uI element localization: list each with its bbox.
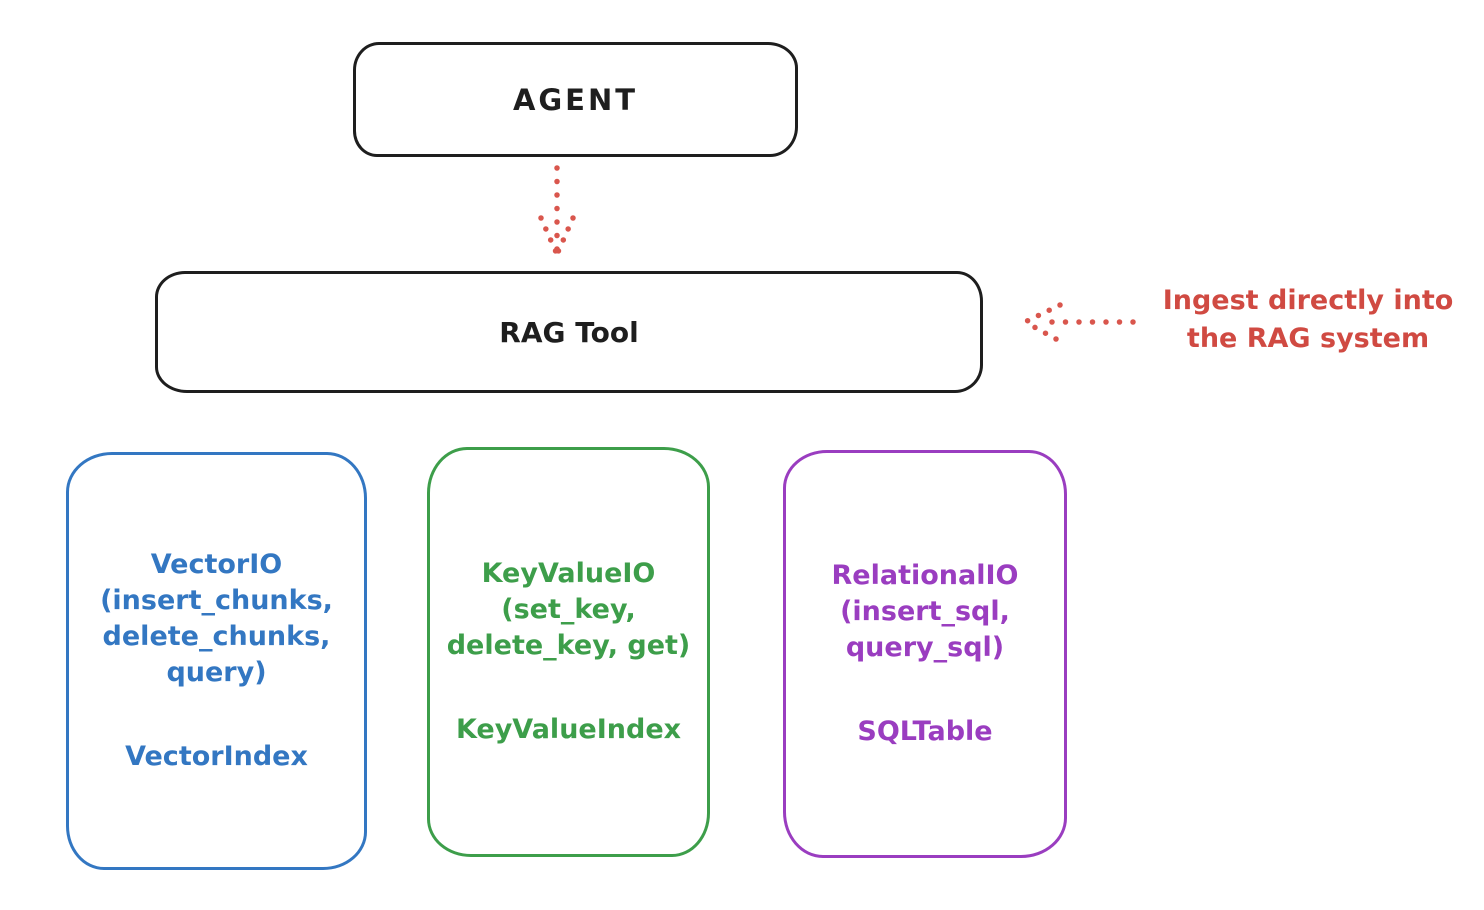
backend-line: (insert_chunks, — [100, 585, 333, 616]
rag-tool-box: RAG Tool — [155, 271, 983, 393]
arrow-head-left-wing — [538, 215, 559, 255]
vector-io-description: VectorIO (insert_chunks, delete_chunks, … — [100, 547, 333, 691]
keyvalue-io-box: KeyValueIO (set_key, delete_key, get) Ke… — [427, 447, 710, 857]
agent-label: AGENT — [512, 82, 639, 117]
backend-line: query_sql) — [845, 632, 1005, 663]
ingest-annotation-line1: Ingest directly into — [1162, 285, 1454, 316]
agent-box: AGENT — [353, 42, 798, 157]
backend-line: delete_key, get) — [446, 630, 691, 661]
backend-line: RelationalIO — [831, 560, 1019, 591]
vector-io-box: VectorIO (insert_chunks, delete_chunks, … — [66, 452, 367, 870]
backend-line: KeyValueIO — [481, 558, 656, 589]
relational-io-description: RelationalIO (insert_sql, query_sql) — [832, 558, 1019, 666]
backend-line: VectorIO — [150, 549, 283, 580]
relational-io-box: RelationalIO (insert_sql, query_sql) SQL… — [783, 450, 1067, 858]
vector-index-label: VectorIndex — [125, 741, 308, 772]
arrow-head-lower-wing — [1024, 320, 1059, 342]
agent-to-ragtool-arrow — [538, 165, 576, 255]
keyvalue-index-label: KeyValueIndex — [455, 714, 682, 745]
arrow-head-upper-wing — [1024, 302, 1063, 324]
rag-tool-label: RAG Tool — [499, 315, 639, 349]
keyvalue-io-description: KeyValueIO (set_key, delete_key, get) — [447, 556, 691, 664]
backend-line: query) — [166, 657, 267, 688]
backend-line: delete_chunks, — [102, 621, 331, 652]
sql-table-label: SQLTable — [857, 716, 993, 747]
ingest-annotation-line2: the RAG system — [1186, 323, 1430, 354]
backend-line: (insert_sql, — [840, 596, 1010, 627]
annotation-to-ragtool-arrow — [1024, 302, 1136, 342]
backend-line: (set_key, — [501, 594, 636, 625]
arrow-head-right-wing — [555, 215, 576, 255]
ingest-annotation: Ingest directly into the RAG system — [1140, 282, 1476, 358]
